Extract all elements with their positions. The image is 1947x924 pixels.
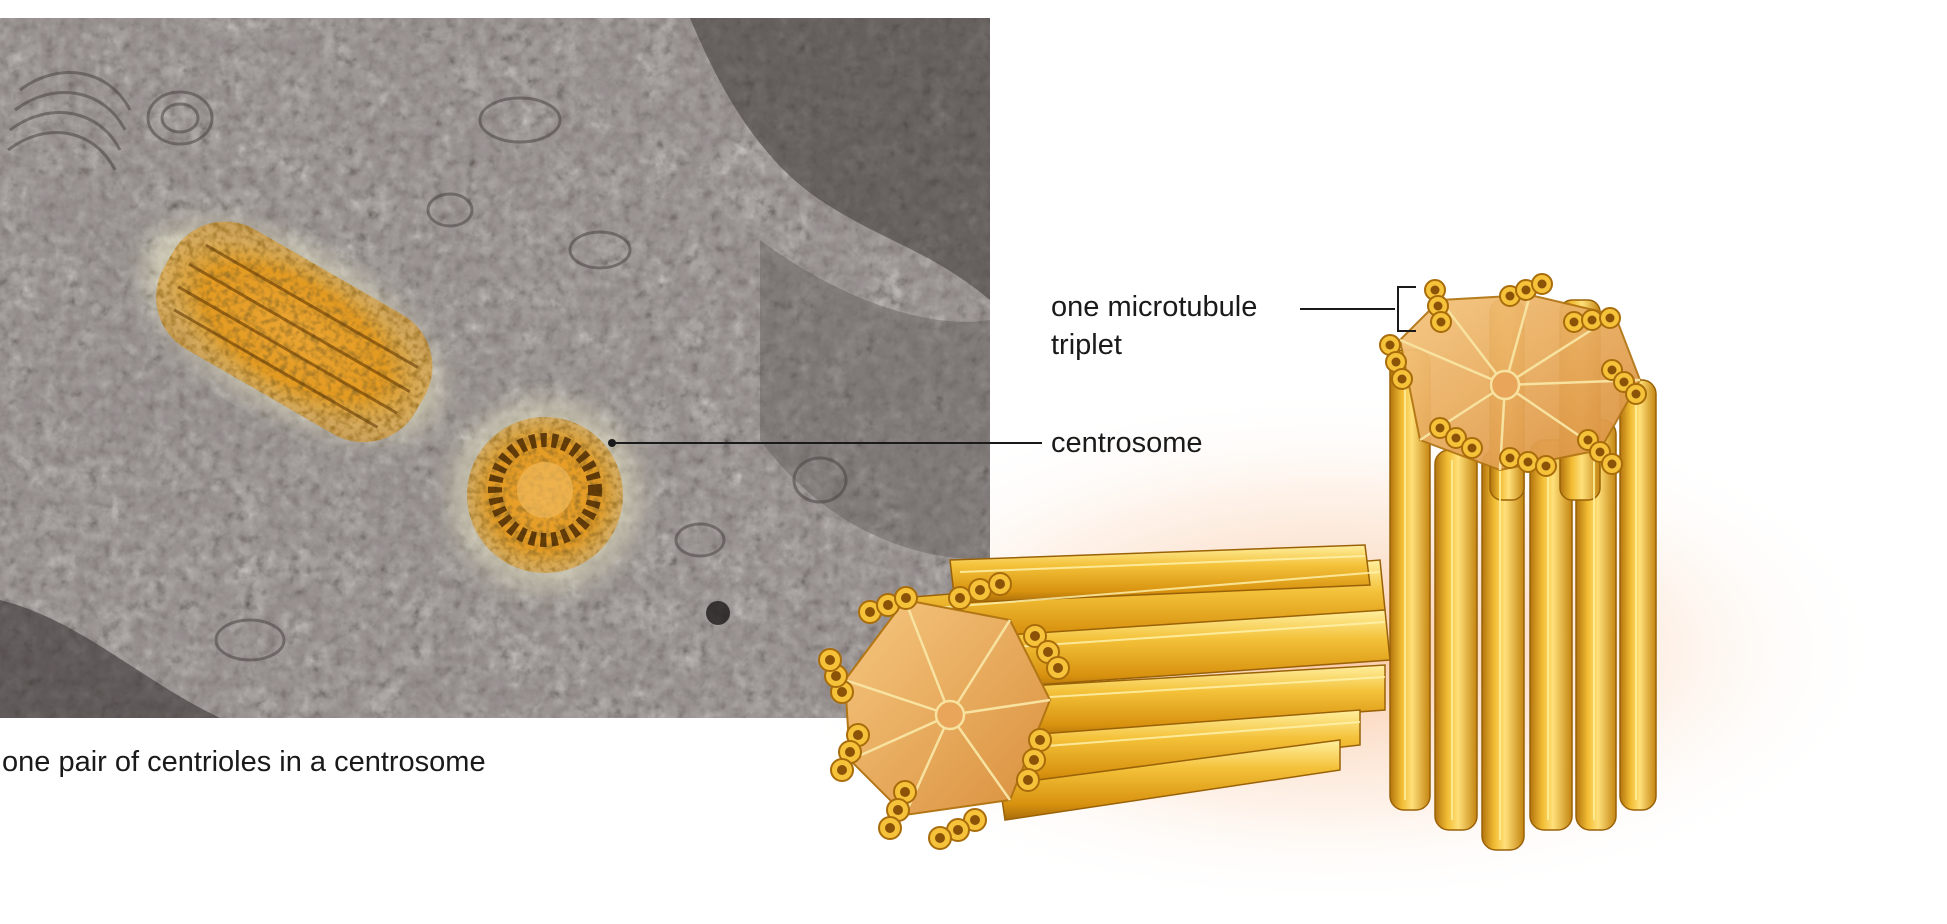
centriole-vertical bbox=[1379, 273, 1657, 851]
centrosome-leader-dot bbox=[608, 439, 616, 447]
micrograph-caption: one pair of centrioles in a centrosome bbox=[2, 746, 486, 778]
centrosome-label: centrosome bbox=[1051, 427, 1203, 459]
triplet-bracket bbox=[1397, 286, 1416, 332]
leader-lines bbox=[608, 286, 1416, 447]
microtubule-triplet-label: one microtubule triplet bbox=[1051, 288, 1257, 364]
microtubule-triplet-label-line2: triplet bbox=[1051, 329, 1122, 361]
microtubule-triplet-label-line1: one microtubule bbox=[1051, 291, 1258, 323]
electron-micrograph bbox=[0, 18, 990, 718]
centriole-horizontal bbox=[818, 544, 1391, 850]
